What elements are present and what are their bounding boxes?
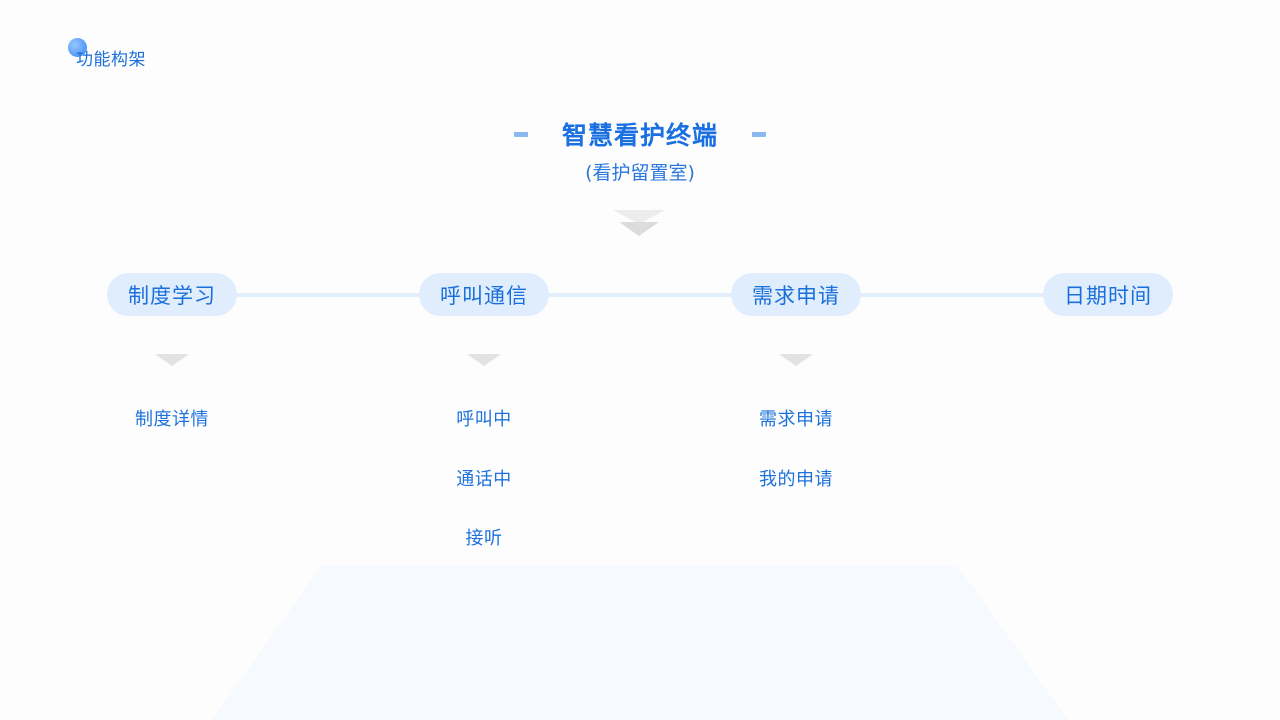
root-node: 智慧看护终端 (看护留置室) — [0, 116, 1280, 185]
page-heading-text: 功能构架 — [76, 50, 146, 70]
module-node-policy-study: 制度学习 — [107, 273, 237, 316]
module-label: 需求申请 — [752, 283, 840, 308]
sub-item-in-call: 通话中 — [456, 469, 512, 490]
dash-decoration-left-icon — [513, 131, 528, 137]
chevron-down-icon — [155, 354, 189, 366]
sub-item-answer: 接听 — [465, 528, 503, 549]
chevron-down-icon — [467, 354, 501, 366]
chevron-down-icon — [779, 354, 813, 366]
sub-item-policy-detail: 制度详情 — [135, 409, 209, 430]
connector-line — [170, 293, 1110, 297]
double-chevron-down-icon — [613, 210, 665, 236]
module-node-request-application: 需求申请 — [731, 273, 861, 316]
sub-item-my-applications: 我的申请 — [759, 469, 833, 490]
root-title: 智慧看护终端 — [561, 121, 718, 150]
bullet-circle-icon — [68, 38, 87, 57]
module-label: 制度学习 — [128, 283, 216, 308]
module-node-call-communication: 呼叫通信 — [419, 273, 549, 316]
sub-item-calling: 呼叫中 — [456, 409, 512, 430]
page-heading: 功能构架 — [68, 38, 146, 70]
dash-decoration-right-icon — [752, 131, 766, 137]
module-label: 日期时间 — [1064, 283, 1152, 308]
module-label: 呼叫通信 — [440, 283, 528, 308]
sub-item-request-application: 需求申请 — [759, 409, 833, 430]
root-subtitle: (看护留置室) — [585, 162, 695, 184]
module-node-date-time: 日期时间 — [1043, 273, 1173, 316]
